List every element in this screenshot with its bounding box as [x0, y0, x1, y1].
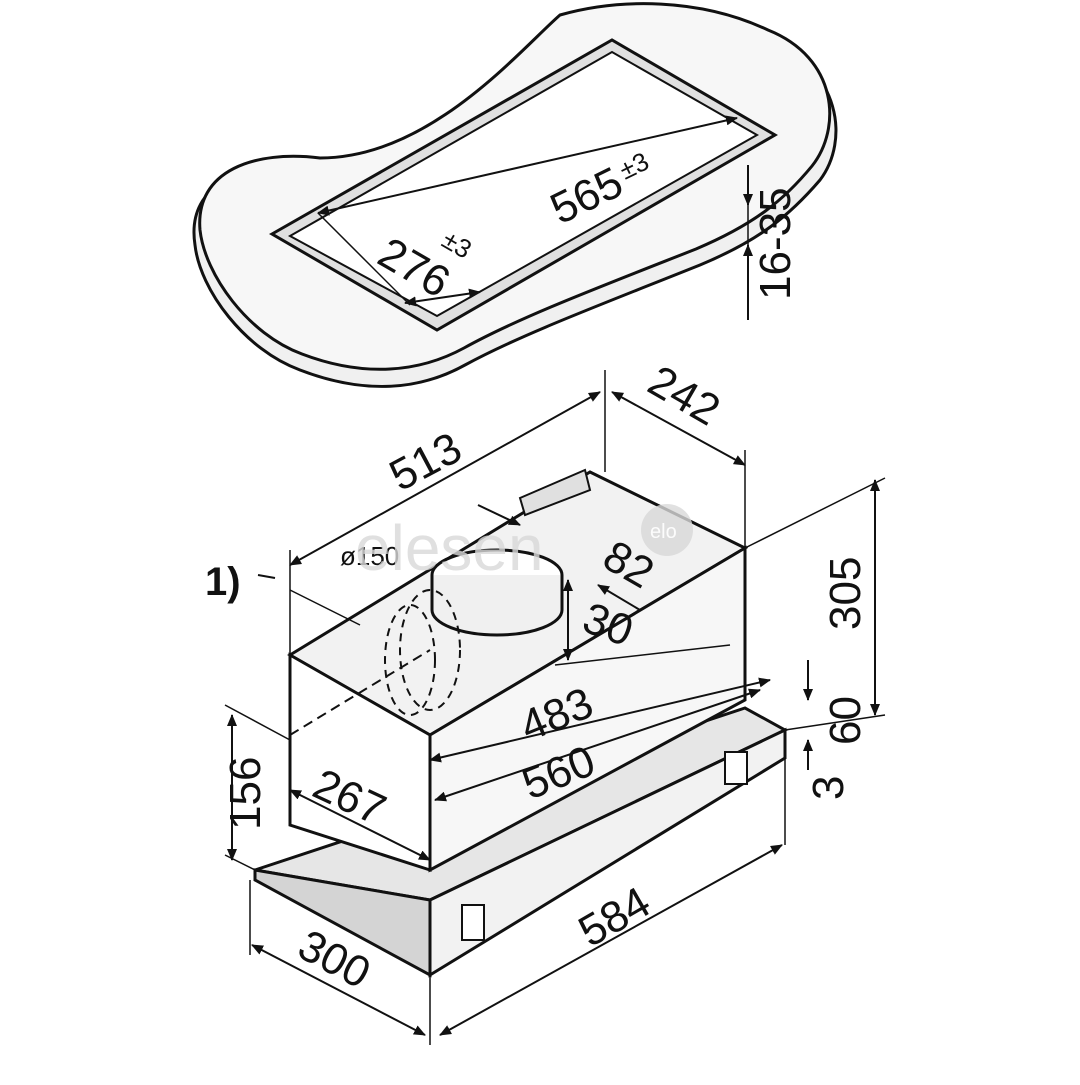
hood-unit: 513 242 ø150 82 30 305 60 3 483 560 267 …	[205, 356, 886, 1045]
duct-diameter-label: ø150	[340, 541, 399, 571]
footnote-marker: 1)	[205, 560, 241, 604]
frame-thickness-label: 3	[804, 776, 853, 800]
unit-length-label: 513	[382, 423, 470, 501]
alt-duct-inner	[384, 604, 436, 716]
side-height-label: 156	[221, 757, 270, 830]
countertop: 565 ±3 276 ±3 16-35	[192, 2, 838, 388]
frame-clip-left	[461, 904, 485, 941]
watermark-logo	[641, 504, 693, 556]
unit-height-label: 305	[821, 557, 870, 630]
duct-collar-side	[430, 575, 564, 637]
frame-height-label: 60	[821, 696, 870, 745]
watermark-logo-text: elo	[650, 521, 677, 543]
unit-depth-label: 242	[640, 356, 728, 435]
frame-length-label: 584	[571, 878, 659, 957]
watermark: elesen elo	[355, 504, 693, 584]
cutout-thickness-label: 16-35	[751, 187, 800, 300]
watermark-text: elesen	[355, 512, 544, 584]
frame-clip-right	[724, 751, 748, 785]
